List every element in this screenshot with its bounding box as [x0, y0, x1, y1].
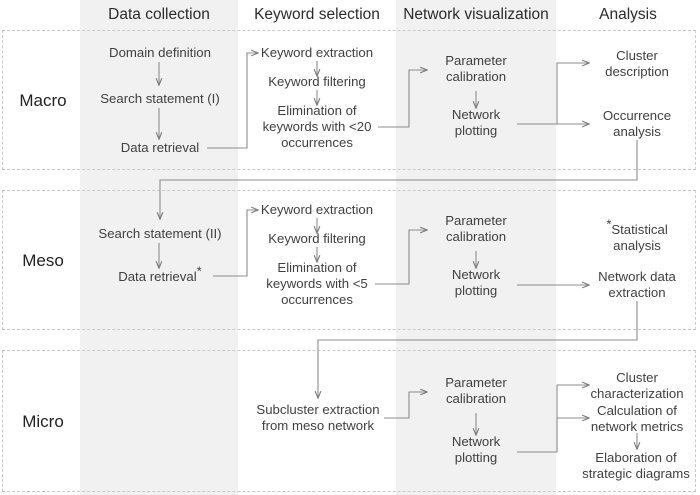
node-meso-keyword-extraction: Keyword extraction [260, 202, 374, 217]
node-micro-elaboration-strategic-diagrams: Elaboration of strategic diagrams [582, 450, 690, 481]
node-micro-cluster-characterization: Cluster characterization [590, 370, 684, 401]
node-macro-keyword-filtering: Keyword filtering [268, 74, 366, 89]
row-label-micro: Micro [22, 412, 64, 431]
node-micro-calculation-network-metrics: Calculation of network metrics [590, 403, 684, 434]
node-meso-data-retrieval: Data retrieval* [85, 265, 235, 285]
node-meso-parameter-calibration: Parameter calibration [445, 213, 507, 244]
column-header-analysis: Analysis [599, 6, 657, 23]
node-macro-cluster-description: Cluster description [605, 48, 669, 79]
node-macro-elimination: Elimination of keywords with <20 occurre… [262, 103, 372, 150]
footnote-asterisk-statistical: * [606, 216, 612, 232]
node-meso-search-statement: Search statement (II) [98, 226, 222, 241]
node-meso-statistical-analysis: *Statistical analysis [580, 218, 694, 254]
node-micro-subcluster-extraction: Subcluster extraction from meso network [256, 402, 380, 433]
node-macro-occurrence-analysis: Occurrence analysis [602, 108, 672, 139]
node-meso-network-plotting: Network plotting [451, 267, 501, 298]
node-micro-parameter-calibration: Parameter calibration [445, 375, 507, 406]
node-meso-elimination: Elimination of keywords with <5 occurren… [266, 260, 368, 307]
node-meso-keyword-filtering: Keyword filtering [268, 231, 366, 246]
column-header-network-visualization: Network visualization [403, 6, 549, 23]
node-micro-network-plotting: Network plotting [451, 434, 501, 465]
column-header-data-collection: Data collection [108, 6, 210, 23]
node-macro-search-statement: Search statement (I) [100, 91, 220, 106]
row-label-macro: Macro [19, 91, 67, 110]
node-macro-data-retrieval: Data retrieval [120, 140, 200, 155]
row-label-meso: Meso [22, 251, 64, 270]
node-meso-network-data-extraction: Network data extraction [598, 269, 676, 300]
node-macro-parameter-calibration: Parameter calibration [445, 53, 507, 84]
column-header-keyword-selection: Keyword selection [254, 6, 380, 23]
node-macro-keyword-extraction: Keyword extraction [260, 45, 374, 60]
node-macro-network-plotting: Network plotting [451, 107, 501, 138]
node-meso-statistical-analysis-label: Statistical analysis [611, 222, 668, 253]
node-meso-data-retrieval-label: Data retrieval [118, 269, 197, 284]
node-macro-domain-definition: Domain definition [109, 45, 211, 60]
footnote-asterisk-data-retrieval: * [196, 263, 202, 279]
